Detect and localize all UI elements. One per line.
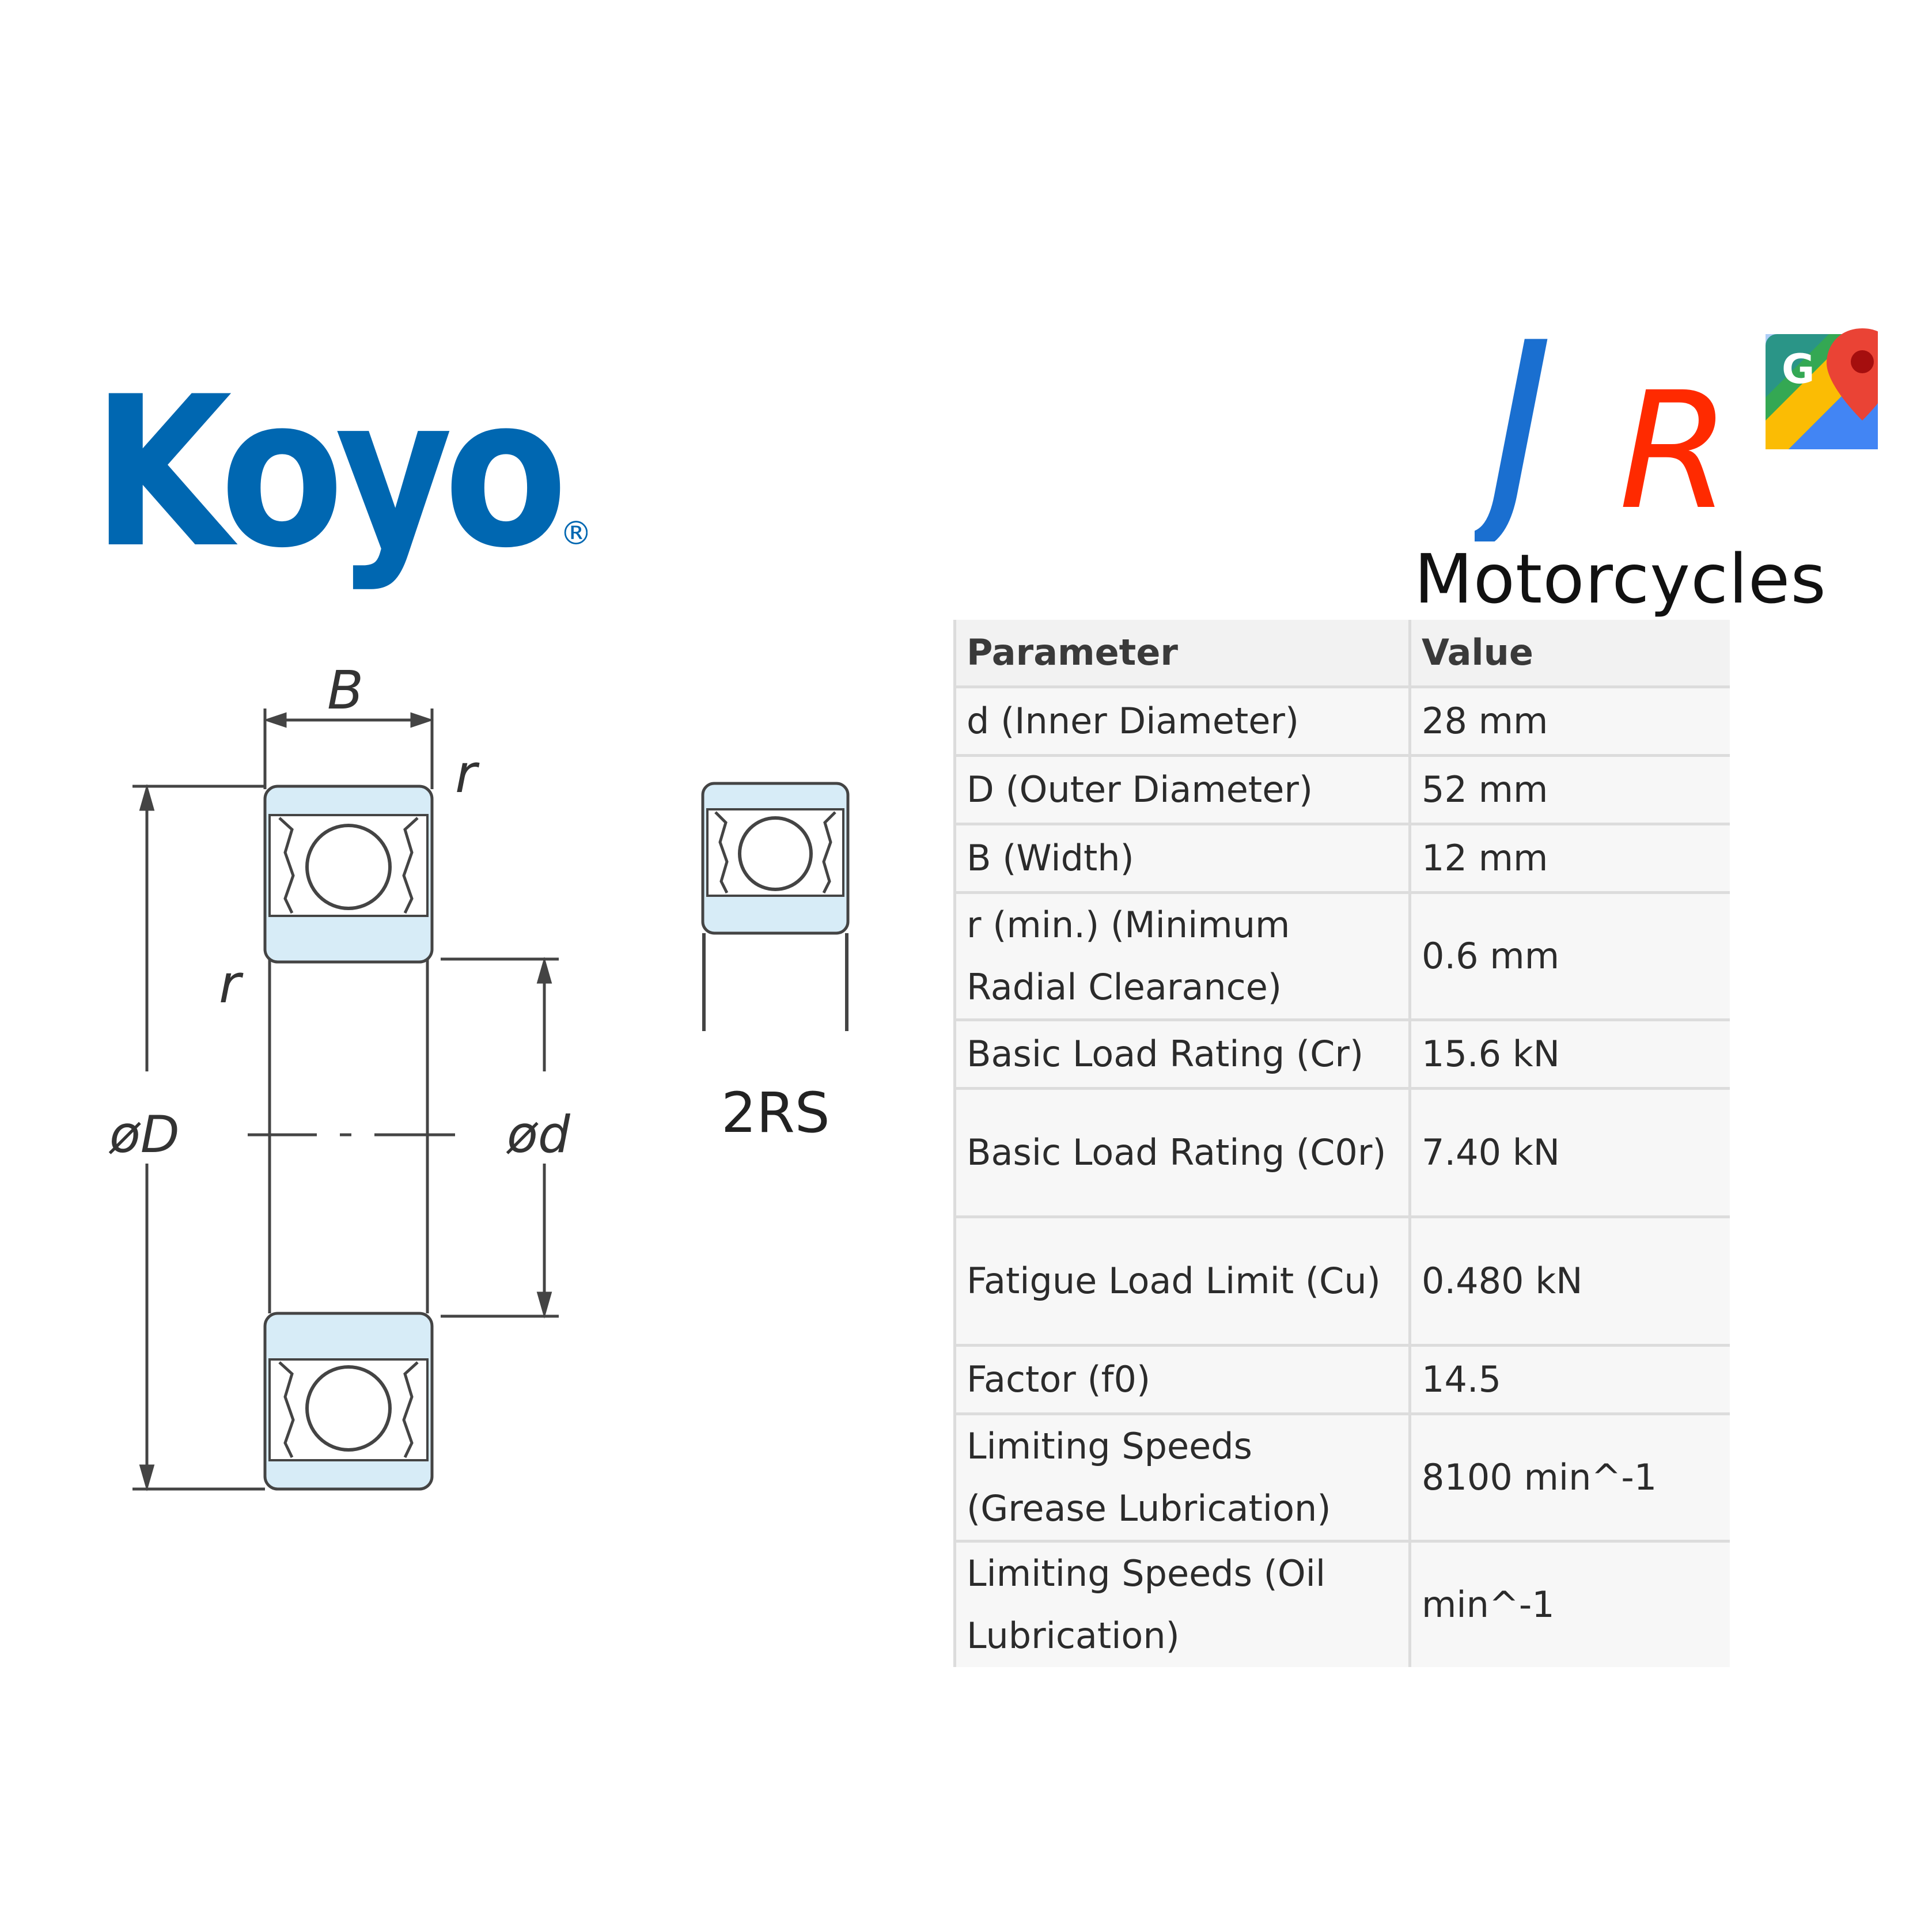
- label-outer-diameter: øD: [108, 1105, 180, 1164]
- table-header-row: Parameter Value: [954, 620, 1730, 688]
- value-cell: 12 mm: [1410, 824, 1730, 894]
- jr-motorcycles-text: Motorcycles: [1414, 539, 1827, 619]
- value-cell: 8100 min^-1: [1410, 1414, 1730, 1543]
- parameter-cell: Basic Load Rating (Cr): [954, 1020, 1411, 1090]
- table-row: Basic Load Rating (Cr) 15.6 kN: [954, 1020, 1730, 1090]
- parameter-cell: r (min.) (Minimum Radial Clearance): [954, 892, 1411, 1021]
- value-cell: 14.5: [1410, 1345, 1730, 1415]
- table-row: Limiting Speeds (Grease Lubrication) 810…: [954, 1414, 1730, 1543]
- seal-variant-drawing: 2RS: [701, 782, 850, 1145]
- maps-g-letter: G: [1782, 346, 1814, 393]
- value-cell: 0.6 mm: [1410, 892, 1730, 1021]
- value-cell: 7.40 kN: [1410, 1088, 1730, 1218]
- column-header-value: Value: [1410, 620, 1730, 688]
- google-maps-icon: G: [1766, 328, 1878, 449]
- registered-mark: ®: [560, 515, 588, 552]
- parameter-cell: Factor (f0): [954, 1345, 1411, 1415]
- table-row: d (Inner Diameter) 28 mm: [954, 687, 1730, 757]
- label-b: B: [327, 660, 363, 721]
- variant-label-2rs: 2RS: [721, 1081, 830, 1145]
- parameter-cell: Fatigue Load Limit (Cu): [954, 1217, 1411, 1347]
- value-cell: min^-1: [1422, 1584, 1555, 1626]
- value-cell: 0.480 kN: [1410, 1217, 1730, 1347]
- parameter-cell: d (Inner Diameter): [954, 687, 1411, 757]
- table-row: Basic Load Rating (C0r) 7.40 kN: [954, 1088, 1730, 1218]
- top-bearing-section: [263, 785, 434, 964]
- value-cell: 28 mm: [1410, 687, 1730, 757]
- koyo-logo: Koyo ®: [92, 354, 588, 593]
- spec-table: Parameter Value d (Inner Diameter) 28 mm…: [953, 620, 1730, 1667]
- parameter-cell: Limiting Speeds (Grease Lubrication): [954, 1414, 1411, 1543]
- label-inner-diameter: ød: [506, 1105, 571, 1164]
- table-row: Limiting Speeds (Oil Lubrication) min^-1: [954, 1541, 1730, 1667]
- jr-letter-j: J: [1475, 300, 1554, 541]
- parameter-cell: B (Width): [954, 824, 1411, 894]
- table-row: r (min.) (Minimum Radial Clearance) 0.6 …: [954, 892, 1730, 1021]
- table-row: Factor (f0) 14.5: [954, 1345, 1730, 1415]
- jr-logo: J R G: [1475, 300, 1878, 541]
- table-row: Fatigue Load Limit (Cu) 0.480 kN: [954, 1217, 1730, 1347]
- seal-bearing-section: [701, 782, 850, 935]
- table-row: D (Outer Diameter) 52 mm: [954, 755, 1730, 825]
- parameter-cell: Basic Load Rating (C0r): [954, 1088, 1411, 1218]
- table-row: B (Width) 12 mm: [954, 824, 1730, 894]
- parameter-cell: Limiting Speeds (Oil Lubrication): [954, 1541, 1411, 1667]
- bearing-section-drawing: B r r øD ød: [108, 660, 571, 1492]
- value-cell: 15.6 kN: [1410, 1020, 1730, 1090]
- label-r-top: r: [455, 743, 480, 805]
- column-header-parameter: Parameter: [954, 620, 1411, 688]
- koyo-wordmark: Koyo: [92, 354, 562, 593]
- parameter-cell: D (Outer Diameter): [954, 755, 1411, 825]
- value-cell: 52 mm: [1410, 755, 1730, 825]
- bottom-bearing-section: [263, 1312, 434, 1491]
- jr-letter-r: R: [1619, 358, 1731, 541]
- label-r-mid: r: [219, 953, 244, 1015]
